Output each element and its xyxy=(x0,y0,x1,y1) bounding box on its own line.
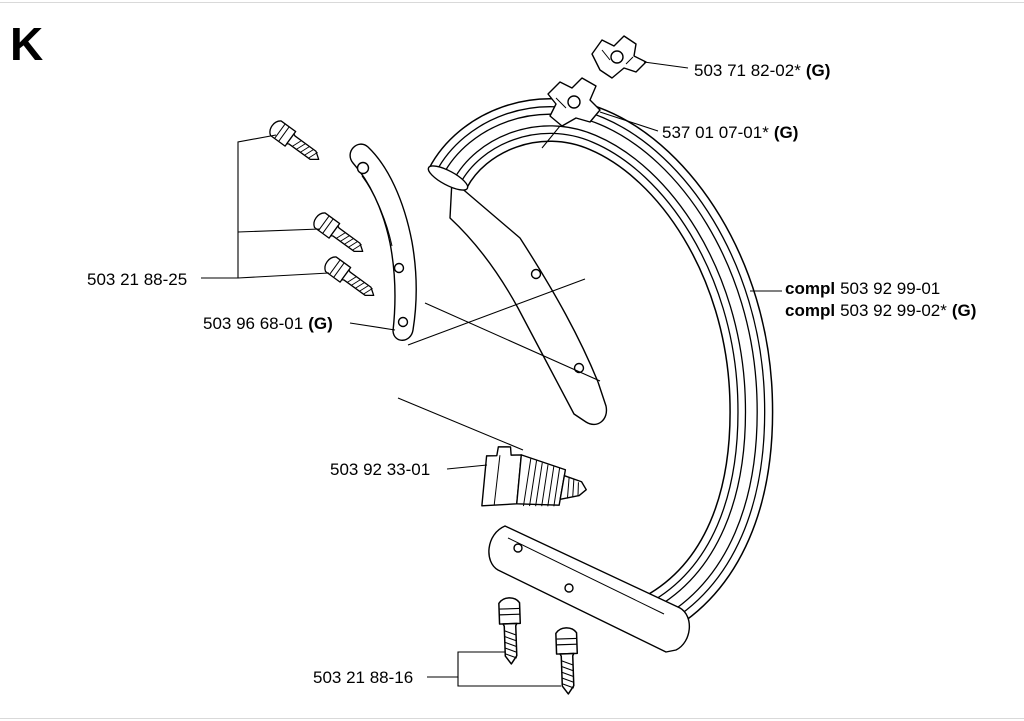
page-border-bottom xyxy=(0,718,1024,719)
part-label-screws-left: 503 21 88-25 xyxy=(87,269,187,290)
screw-left-3 xyxy=(321,253,380,304)
page-border-top xyxy=(0,2,1024,3)
tube-open-end xyxy=(427,165,469,191)
part-number: 537 01 07-01* xyxy=(662,123,769,142)
screw-bottom-2 xyxy=(554,626,580,696)
part-number: 503 71 82-02* xyxy=(694,61,801,80)
part-label-clamp-lower: 537 01 07-01*(G) xyxy=(662,122,798,143)
front-handle-tube xyxy=(425,120,751,615)
handle-bottom-bar xyxy=(488,525,690,653)
part-flag: (G) xyxy=(308,314,333,333)
part-number: 503 21 88-25 xyxy=(87,270,188,289)
bracket-lever xyxy=(349,143,417,341)
screw-left-2 xyxy=(310,209,369,260)
part-label-bracket: 503 96 68-01(G) xyxy=(203,313,333,334)
screw-bottom-1 xyxy=(497,596,523,666)
part-flag: (G) xyxy=(951,301,977,320)
screw-left-1 xyxy=(266,117,325,168)
section-letter: K xyxy=(10,18,44,70)
tensioner-bushing xyxy=(481,446,587,507)
part-number: 503 92 99-02* xyxy=(840,301,947,320)
part-label-clamp-upper: 503 71 82-02*(G) xyxy=(694,60,830,81)
handle-mounting-flange xyxy=(449,179,608,426)
part-number: 503 92 99-01 xyxy=(840,279,941,298)
part-label-tensioner: 503 92 33-01 xyxy=(330,459,430,480)
handle-clamp-lower xyxy=(547,77,601,127)
part-label-screws-bottom: 503 21 88-16 xyxy=(313,667,413,688)
part-number: 503 92 33-01 xyxy=(330,460,431,479)
part-flag: (G) xyxy=(805,61,831,80)
part-prefix: compl xyxy=(785,301,836,320)
leader-lines xyxy=(201,61,782,687)
handle-clamp-upper xyxy=(591,35,647,79)
part-number: 503 96 68-01 xyxy=(203,314,304,333)
part-flag: (G) xyxy=(773,123,799,142)
part-number: 503 21 88-16 xyxy=(313,668,414,687)
part-prefix: compl xyxy=(785,279,836,298)
